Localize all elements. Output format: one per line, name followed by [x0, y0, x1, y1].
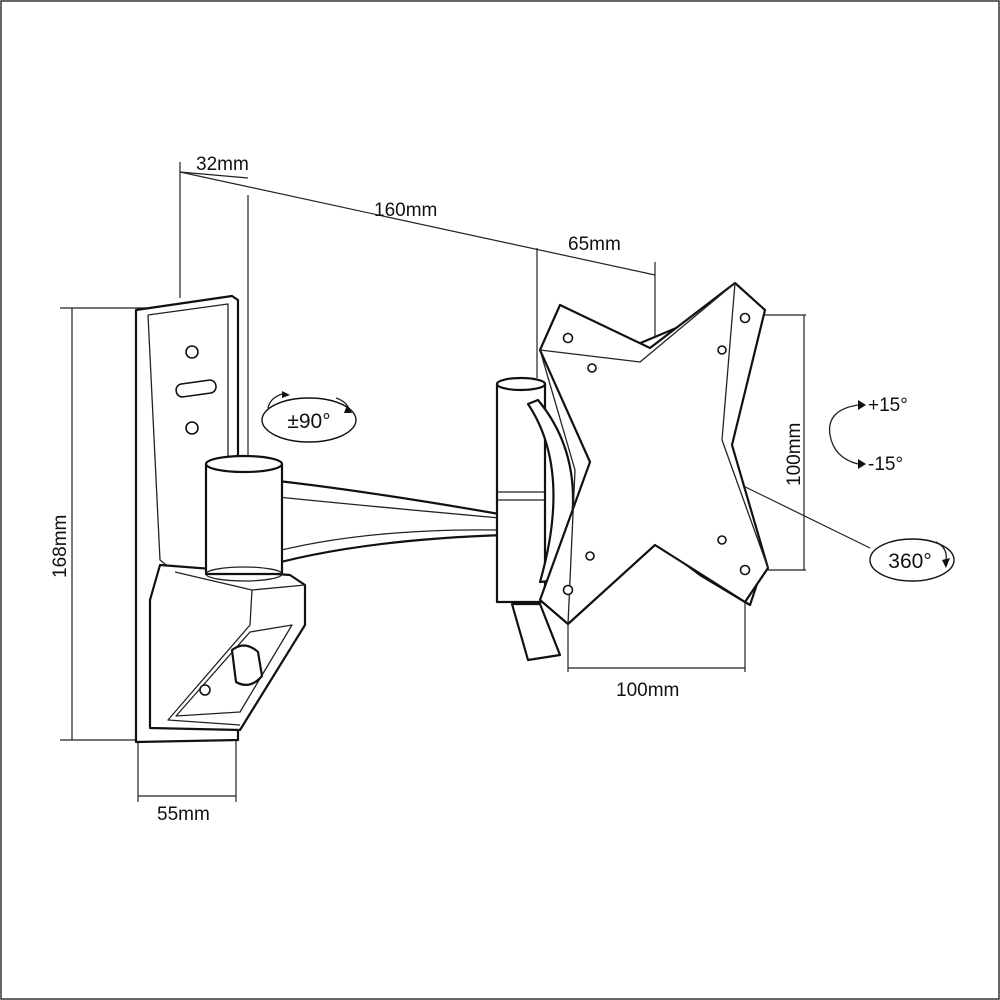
lower-bracket-body	[148, 563, 307, 732]
dim-label-65mm: 65mm	[568, 234, 621, 255]
tilt-indicator: +15° -15°	[828, 395, 908, 475]
vesa-hole-top-right	[739, 312, 751, 324]
vesa-hole-inner-bl	[585, 551, 595, 561]
swivel-badge: ±90°	[261, 391, 357, 443]
vesa-plate	[538, 281, 770, 626]
dim-label-32mm: 32mm	[196, 154, 249, 175]
rotation-arrow	[935, 541, 947, 561]
dim-label-168mm: 168mm	[50, 515, 71, 578]
swivel-arrow-left	[267, 393, 283, 409]
tilt-arrowhead-up	[858, 400, 866, 410]
head-pivot	[495, 376, 575, 662]
vesa-plate-right-fold	[721, 282, 769, 569]
vesa-hole-top-left	[562, 332, 574, 344]
swivel-badge-outline	[261, 397, 357, 443]
lower-bracket-hinge	[230, 644, 264, 687]
wall-pivot-top	[204, 454, 284, 474]
vesa-hole-bottom-left	[562, 584, 574, 596]
lower-bracket-inner-edge	[167, 589, 253, 726]
head-pivot-knob	[510, 602, 562, 662]
wall-pivot-bottom	[205, 566, 283, 582]
rotation-arrowhead	[942, 558, 950, 568]
vesa-plate-left-fold	[539, 349, 576, 625]
dim-label-100mm-vertical: 100mm	[784, 423, 805, 486]
wall-pivot-cylinder	[204, 462, 284, 576]
vesa-plate-front	[538, 281, 770, 626]
tilt-down-label: -15°	[868, 454, 903, 475]
tilt-arrowhead-down	[858, 459, 866, 469]
swivel-arrowhead-left	[282, 391, 290, 398]
rotation-badge-outline	[869, 538, 955, 582]
wall-plate-hole-bottom	[185, 421, 199, 435]
vesa-hole-inner-br	[717, 535, 727, 545]
tilt-arc	[828, 404, 859, 465]
dim-label-160mm: 160mm	[374, 200, 437, 221]
lower-bracket	[148, 563, 307, 732]
vesa-hole-inner-tl	[587, 363, 597, 373]
dim-160-line	[179, 171, 656, 276]
vesa-plate-upper-fold	[539, 282, 736, 363]
arm-bottom-rib	[261, 529, 501, 556]
dim-32-line	[179, 171, 249, 179]
swing-arm	[204, 454, 507, 582]
rotation-label: 360°	[888, 550, 931, 573]
vesa-hole-inner-tr	[717, 345, 727, 355]
wall-plate-hole-top	[185, 345, 199, 359]
dim-label-55mm: 55mm	[157, 804, 210, 825]
swivel-arrowhead-right	[344, 405, 352, 413]
rotation-badge: 360°	[869, 538, 955, 582]
wall-plate-slot	[175, 379, 217, 398]
vesa-hole-bottom-right	[739, 564, 751, 576]
tilt-up-label: +15°	[868, 395, 908, 416]
lower-bracket-hole	[199, 684, 211, 696]
arm-body	[248, 476, 507, 572]
dim-label-100mm-horizontal: 100mm	[616, 680, 679, 701]
head-pivot-top	[495, 376, 547, 392]
swivel-label: ±90°	[287, 410, 330, 433]
wall-plate-inner-edge	[147, 303, 229, 460]
